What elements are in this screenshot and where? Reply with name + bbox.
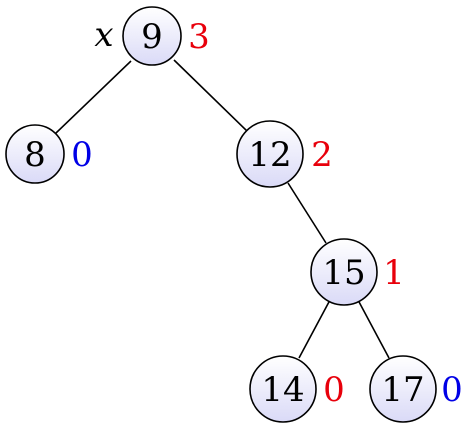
node-circle: [249, 355, 317, 423]
tree-node-17: 17 0: [369, 355, 463, 423]
tree-node-14: 14 0: [249, 355, 345, 423]
edge-9-8: [55, 60, 132, 134]
edge-9-12: [173, 59, 249, 133]
node-height: 0: [441, 370, 463, 410]
node-key: 14: [261, 370, 304, 410]
tree-node-9: 9 3: [122, 6, 210, 66]
node-circle: [122, 6, 182, 66]
node-circle: [369, 355, 437, 423]
edge-12-15: [287, 182, 327, 244]
edges-group: [55, 59, 390, 359]
node-key: 15: [322, 253, 365, 293]
tree-node-15: 15 1: [310, 238, 405, 306]
node-height: 3: [188, 17, 210, 57]
node-key: 17: [381, 370, 424, 410]
edge-15-14: [298, 299, 331, 359]
root-pointer-label: x: [94, 15, 113, 55]
tree-node-12: 12 2: [236, 120, 333, 188]
edge-15-17: [357, 299, 390, 359]
node-key: 9: [141, 17, 163, 57]
node-height: 0: [323, 370, 345, 410]
node-height: 0: [71, 135, 93, 175]
node-circle: [310, 238, 378, 306]
node-height: 1: [383, 253, 405, 293]
tree-node-8: 8 0: [5, 124, 93, 184]
node-key: 12: [248, 135, 291, 175]
node-height: 2: [311, 135, 333, 175]
node-key: 8: [24, 135, 46, 175]
node-circle: [5, 124, 65, 184]
node-circle: [236, 120, 304, 188]
